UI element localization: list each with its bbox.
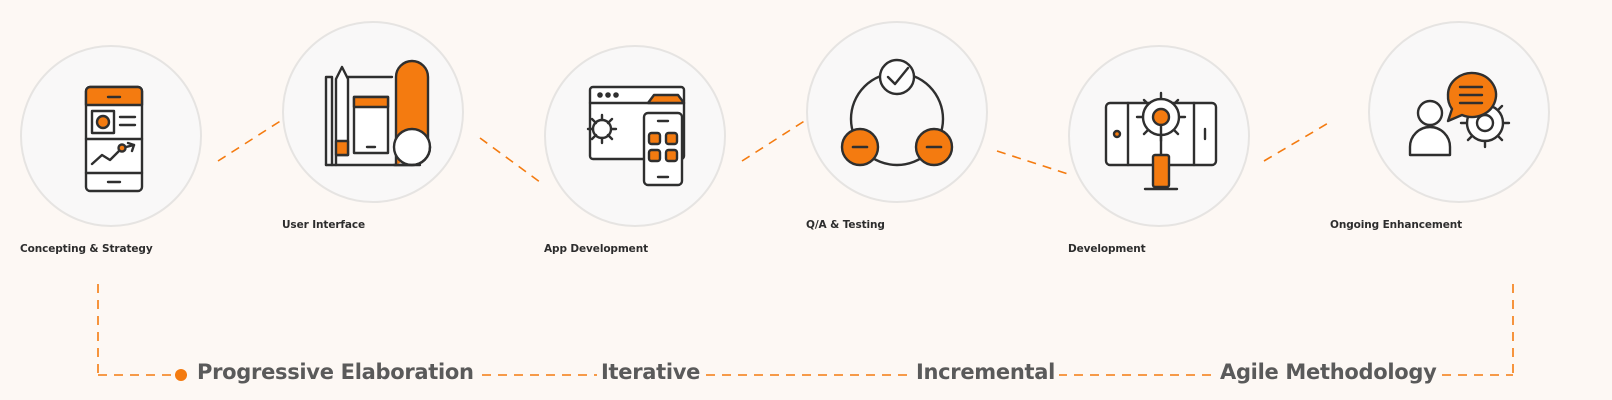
blueprint-design-icon <box>324 59 432 167</box>
connector-line <box>479 137 545 186</box>
connector-line <box>217 119 283 162</box>
step-circle-development <box>1068 45 1250 227</box>
step-label-user-interface: User Interface <box>282 219 366 231</box>
connector-line <box>1263 121 1331 162</box>
step-circle-qa-testing <box>806 21 988 203</box>
step-label-ongoing-enhancement: Ongoing Enhancement <box>1330 219 1463 231</box>
timeline-start-dot <box>175 369 187 381</box>
user-support-gears-icon <box>1408 71 1511 157</box>
mobile-wireframe-icon <box>84 85 144 193</box>
step-circle-app-development <box>544 45 726 227</box>
step-label-development: Development <box>1068 243 1146 255</box>
step-label-concepting: Concepting & Strategy <box>20 243 153 255</box>
tablet-gear-deploy-icon <box>1104 91 1218 191</box>
step-circle-ongoing-enhancement <box>1368 21 1550 203</box>
connector-line <box>996 150 1069 175</box>
step-label-qa-testing: Q/A & Testing <box>806 219 885 231</box>
methodology-iterative: Iterative <box>597 360 705 384</box>
methodology-incremental: Incremental <box>912 360 1059 384</box>
methodology-progressive-elaboration: Progressive Elaboration <box>193 360 478 384</box>
step-label-app-development: App Development <box>544 243 649 255</box>
step-circle-concepting <box>20 45 202 227</box>
methodology-agile: Agile Methodology <box>1216 360 1441 384</box>
step-circle-user-interface <box>282 21 464 203</box>
connector-line <box>741 119 807 162</box>
browser-and-phone-icon <box>586 85 686 187</box>
testing-cycle-icon <box>840 58 954 167</box>
